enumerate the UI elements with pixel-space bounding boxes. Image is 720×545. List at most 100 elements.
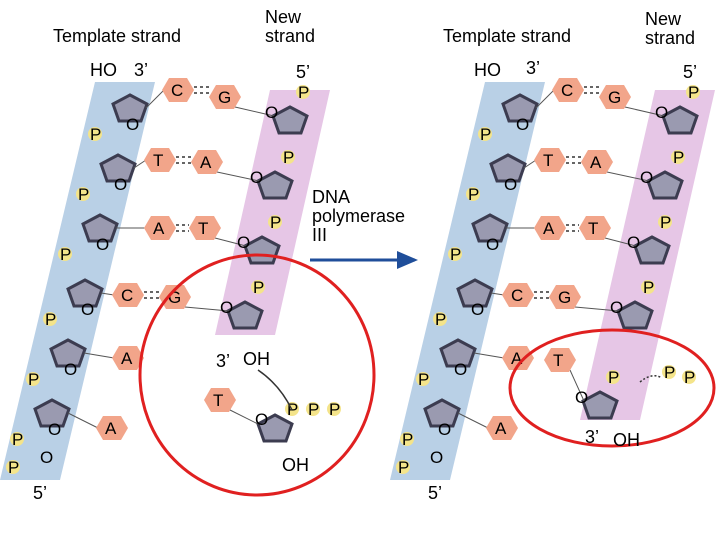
template-glycosidic-1 <box>523 159 537 169</box>
new-glycosidic-0 <box>234 106 275 117</box>
new-glycosidic-2 <box>604 237 637 247</box>
new-base-4 <box>544 348 576 372</box>
new-base-2-letter: T <box>588 219 598 238</box>
template-oxygen-end: O <box>40 448 53 467</box>
pyrophosphate-1-bead <box>662 365 676 379</box>
new-base-0 <box>209 85 241 109</box>
template-oxygen-end: O <box>430 448 443 467</box>
template-oxygen-2: O <box>486 235 499 254</box>
template-glycosidic-4 <box>83 352 115 359</box>
incoming-oxygen: O <box>255 410 268 429</box>
new-phosphate-2: P <box>270 213 281 232</box>
new-oxygen-1: O <box>640 168 653 187</box>
template-base-0 <box>552 78 584 102</box>
template-glycosidic-4 <box>473 352 505 359</box>
template-base-2-letter: A <box>153 219 165 238</box>
template-oxygen-5: O <box>48 420 61 439</box>
template-oxygen-0: O <box>126 115 139 134</box>
new-oxygen-0: O <box>655 103 668 122</box>
template-phosphate-3-bead <box>433 312 447 326</box>
left-oh-label: OH <box>243 349 270 369</box>
template-oxygen-0: O <box>516 115 529 134</box>
new-phosphate-0: P <box>298 83 309 102</box>
new-oxygen-1: O <box>250 168 263 187</box>
template-base-2-letter: A <box>543 219 555 238</box>
new-glycosidic-3 <box>574 306 620 312</box>
new-phosphate-2: P <box>660 213 671 232</box>
incoming-phosphate-1: P <box>287 400 298 419</box>
right-5prime-bottom: 5’ <box>428 483 443 503</box>
new-base-1-letter: A <box>200 153 212 172</box>
template-sugar-0 <box>111 93 149 123</box>
left-5prime-bottom: 5’ <box>33 483 48 503</box>
template-phosphate-5: P <box>402 430 413 449</box>
template-base-5 <box>96 416 128 440</box>
template-base-3 <box>112 283 144 307</box>
new-base-2-letter: T <box>198 219 208 238</box>
template-sugar-2 <box>471 213 509 243</box>
template-base-0-letter: C <box>171 81 183 100</box>
new-phosphate-0-bead <box>296 85 310 99</box>
left-5prime-top: 5’ <box>296 62 311 82</box>
new-glycosidic-0 <box>624 106 665 117</box>
right-ho-label: HO <box>474 60 501 80</box>
new-base-1 <box>581 150 613 174</box>
pyrophosphate-1: P <box>664 363 675 382</box>
pyrophosphate-2: P <box>684 368 695 387</box>
template-glycosidic-1 <box>133 159 147 169</box>
template-oxygen-3: O <box>81 300 94 319</box>
new-oxygen-3: O <box>610 298 623 317</box>
new-phosphate-1-bead <box>281 150 295 164</box>
incoming-phosphate-3: P <box>329 400 340 419</box>
incoming-phosphate-3-bead <box>327 402 341 416</box>
template-base-1-letter: T <box>543 151 553 170</box>
template-phosphate-0-bead <box>88 127 102 141</box>
new-sugar-1 <box>646 170 684 200</box>
new-base-0-letter: G <box>608 88 621 107</box>
incoming-glycosidic <box>229 409 259 425</box>
template-phosphate-1: P <box>468 185 479 204</box>
new-phosphate-1: P <box>283 148 294 167</box>
new-glycosidic-3 <box>184 306 230 312</box>
left-template-strand-label: Template strand <box>53 26 182 46</box>
new-phosphate-3: P <box>643 278 654 297</box>
template-strand-band-left <box>0 82 155 480</box>
new-phosphate-4: P <box>608 368 619 387</box>
new-base-3 <box>159 285 191 309</box>
template-base-5-letter: A <box>495 419 507 438</box>
template-sugar-4 <box>49 338 87 368</box>
right-oh-label: OH <box>613 430 640 450</box>
new-glycosidic-1 <box>216 171 260 182</box>
template-phosphate-2-bead <box>448 247 462 261</box>
pyrophosphate-release-arrow <box>639 375 663 383</box>
incoming-base-letter: T <box>213 391 223 410</box>
template-phosphate-1-bead <box>466 187 480 201</box>
template-oxygen-2: O <box>96 235 109 254</box>
new-base-2 <box>189 216 221 240</box>
highlight-circle-right <box>508 328 716 448</box>
template-sugar-1 <box>489 153 527 183</box>
template-sugar-3 <box>456 278 494 308</box>
template-phosphate-end: P <box>8 458 19 477</box>
template-glycosidic-0 <box>145 89 165 109</box>
highlight-circle-left <box>138 253 376 497</box>
template-phosphate-4: P <box>28 370 39 389</box>
template-glycosidic-5 <box>67 412 99 429</box>
template-phosphate-2-bead <box>58 247 72 261</box>
template-base-3-letter: C <box>121 286 133 305</box>
template-phosphate-end-bead <box>6 460 20 474</box>
template-oxygen-5: O <box>438 420 451 439</box>
template-phosphate-5: P <box>12 430 23 449</box>
new-phosphate-0-bead <box>686 85 700 99</box>
new-base-1-letter: A <box>590 153 602 172</box>
new-sugar-1 <box>256 170 294 200</box>
new-base-1 <box>191 150 223 174</box>
template-oxygen-3: O <box>471 300 484 319</box>
template-base-4-letter: A <box>121 349 133 368</box>
new-oxygen-4: O <box>575 388 588 407</box>
left-ho-label: HO <box>90 60 117 80</box>
left-3prime-oh-label: 3’ <box>216 351 231 371</box>
template-sugar-5 <box>33 398 71 428</box>
